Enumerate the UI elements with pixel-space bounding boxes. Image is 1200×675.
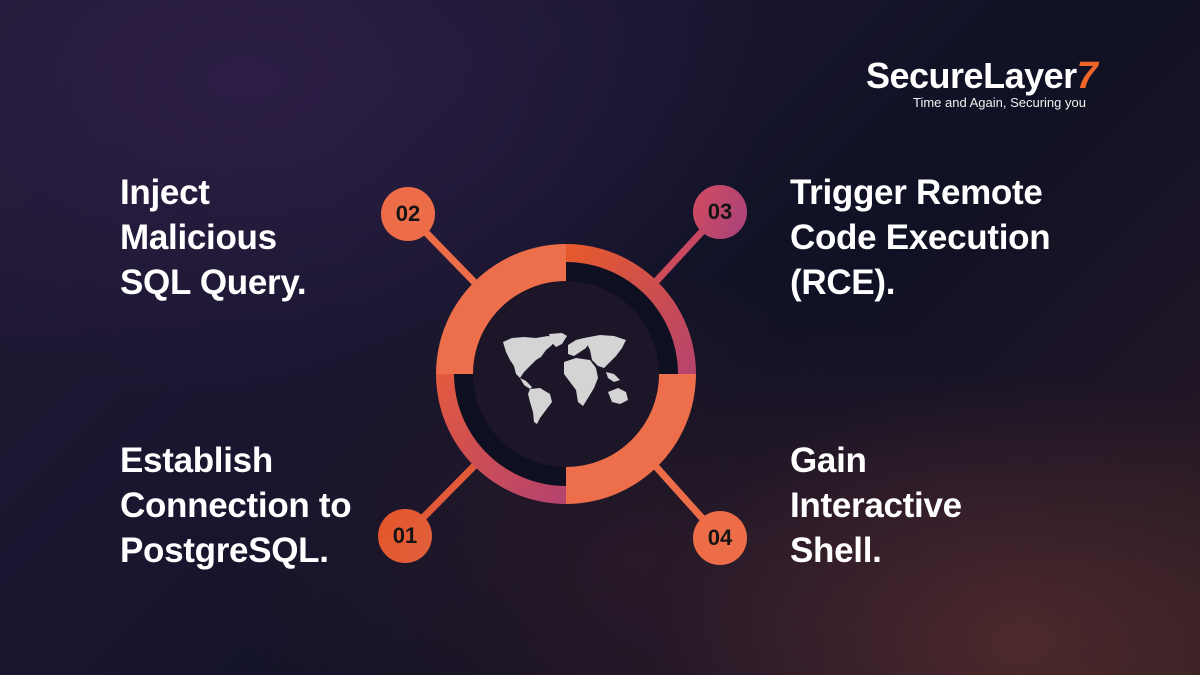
brand-logo: SecureLayer7 Time and Again, Securing yo…: [866, 55, 1126, 111]
badge-03-label: 03: [707, 199, 733, 224]
brand-tagline: Time and Again, Securing you: [913, 95, 1086, 110]
step-01-text: Establish Connection to PostgreSQL.: [120, 438, 352, 573]
step-02-line-1: Inject: [120, 173, 210, 212]
badge-04-label: 04: [707, 525, 733, 550]
step-03-line-1: Trigger Remote: [790, 173, 1043, 212]
world-map-icon: [503, 333, 628, 424]
ring-segment-04: [566, 374, 696, 504]
step-04-text: Gain Interactive Shell.: [790, 438, 962, 573]
step-02-line-2: Malicious: [120, 218, 277, 257]
step-04-line-2: Interactive: [790, 486, 962, 525]
badge-02-label: 02: [395, 201, 421, 226]
badge-03: [693, 185, 747, 239]
step-04-line-1: Gain: [790, 441, 867, 480]
step-04-line-3: Shell.: [790, 531, 882, 570]
step-03-line-3: (RCE).: [790, 263, 896, 302]
step-01-line-2: Connection to: [120, 486, 352, 525]
step-03-line-2: Code Execution: [790, 218, 1051, 257]
ring-segment-03: [566, 244, 696, 374]
step-01-line-1: Establish: [120, 441, 273, 480]
step-02-text: Inject Malicious SQL Query.: [120, 170, 307, 305]
badge-02: [381, 187, 435, 241]
brand-number: 7: [1076, 55, 1098, 97]
badge-04: [693, 511, 747, 565]
step-01-line-3: PostgreSQL.: [120, 531, 329, 570]
ring-segment-02: [436, 244, 566, 374]
badge-01: [378, 509, 432, 563]
brand-name: SecureLayer7: [866, 55, 1098, 97]
ring-segment-01: [436, 374, 566, 504]
badge-01-label: 01: [392, 523, 418, 548]
step-03-text: Trigger Remote Code Execution (RCE).: [790, 170, 1051, 305]
step-02-line-3: SQL Query.: [120, 263, 307, 302]
